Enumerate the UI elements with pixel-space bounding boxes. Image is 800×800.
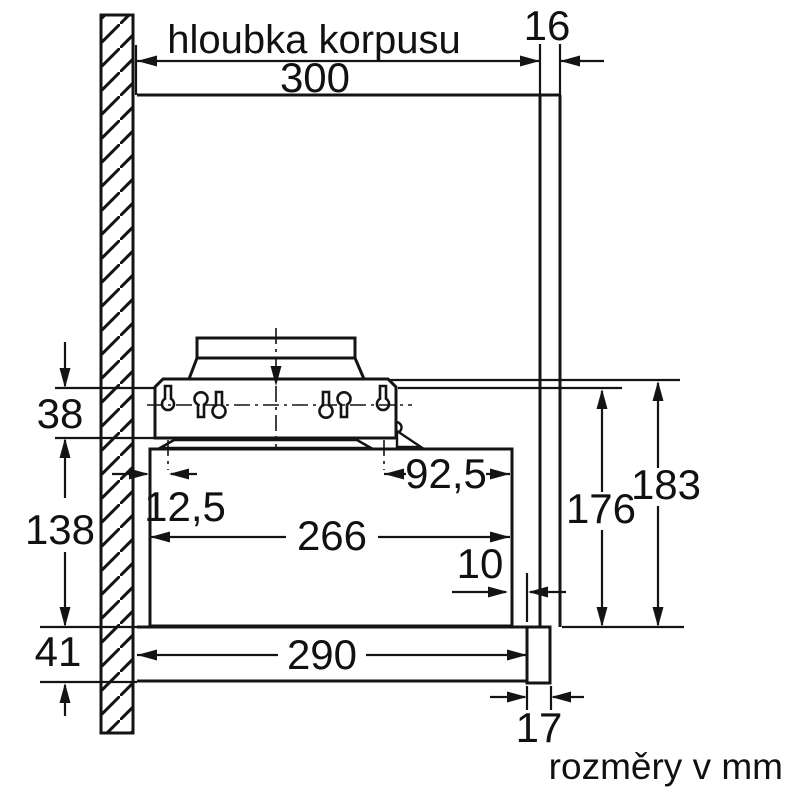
arrow-266-right <box>490 531 510 543</box>
arrow-176-bottom <box>596 607 608 627</box>
dim-text-16: 16 <box>524 2 571 49</box>
centerlines <box>147 328 412 470</box>
grease-filter-strip <box>155 438 376 450</box>
arrow-290-right <box>507 649 527 661</box>
dimension-arrowheads <box>59 55 664 703</box>
arrow-17-right <box>551 691 571 703</box>
cabinet <box>137 93 562 627</box>
label-cabinet-depth-caption: hloubka korpusu <box>167 18 461 62</box>
arrow-138-top <box>59 438 71 458</box>
dimension-texts: hloubka korpusu 300 16 38 138 41 12,5 92… <box>25 2 783 787</box>
dimension-lines <box>63 59 660 716</box>
arrow-38-top <box>59 368 71 388</box>
dim-text-266: 266 <box>297 512 367 559</box>
arrow-183-bottom <box>652 607 664 627</box>
arrow-300-right <box>520 55 540 67</box>
arrow-10-left <box>488 586 508 598</box>
arrow-12-5-right <box>169 468 189 480</box>
arrow-290-left <box>137 649 157 661</box>
arrow-300-left <box>137 55 157 67</box>
arrow-176-top <box>596 389 608 409</box>
arrow-183-top <box>652 381 664 401</box>
arrow-92-5-right <box>490 468 510 480</box>
wall-section <box>99 13 135 735</box>
visor-front-strip <box>525 625 552 685</box>
duct-connector-left-slant <box>187 357 199 380</box>
keyhole-slot-6 <box>375 384 391 412</box>
dim-text-17: 17 <box>516 704 563 751</box>
duct-connector-right-slant <box>353 357 366 380</box>
mounting-foot <box>395 428 425 449</box>
keyhole-slot-2 <box>193 391 209 419</box>
dim-text-183: 183 <box>631 461 701 508</box>
extension-lines <box>40 44 684 710</box>
dim-text-38: 38 <box>37 390 84 437</box>
wall-hatched-strip <box>99 13 135 735</box>
units-note: rozměry v mm <box>549 746 783 787</box>
dim-text-290: 290 <box>287 631 357 678</box>
dim-text-12-5: 12,5 <box>144 483 226 530</box>
dim-text-92-5: 92,5 <box>405 450 487 497</box>
arrow-12-5-left <box>129 468 149 480</box>
dim-text-300: 300 <box>280 54 350 101</box>
arrow-138-bottom <box>59 607 71 627</box>
arrow-266-left <box>150 531 170 543</box>
arrow-92-5-left <box>384 468 404 480</box>
keyhole-slot-1 <box>160 384 176 412</box>
arrow-10-right <box>528 586 548 598</box>
duct-direction-arrow <box>270 366 282 386</box>
dim-text-138: 138 <box>25 506 95 553</box>
dim-text-41: 41 <box>35 628 82 675</box>
hood <box>137 336 552 685</box>
dim-text-10: 10 <box>457 540 504 587</box>
arrow-41-bottom <box>59 683 71 703</box>
arrow-17-left <box>507 691 527 703</box>
dim-text-176: 176 <box>566 485 636 532</box>
arrow-16-right <box>560 55 580 67</box>
